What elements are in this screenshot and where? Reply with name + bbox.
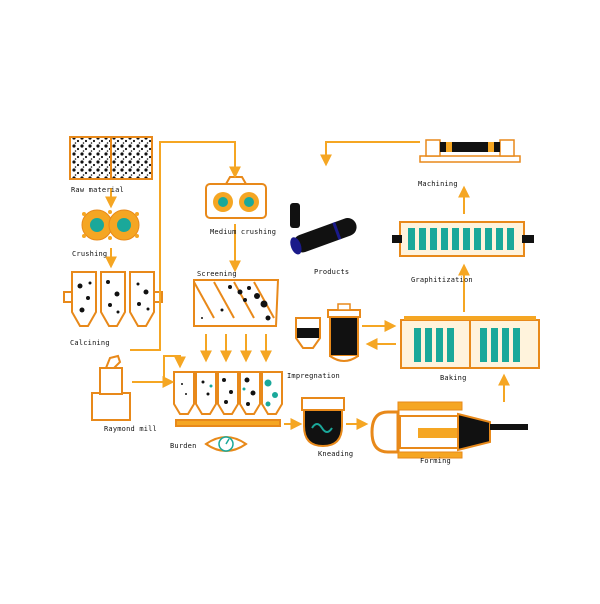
label-baking: Baking [440,374,467,382]
electrode-products-icon [290,203,357,255]
label-screening: Screening [197,270,237,278]
label-products: Products [314,268,350,276]
label-crushing: Crushing [72,250,108,258]
label-machining: Machining [418,180,458,188]
label-raw-material: Raw material [71,186,124,194]
label-forming: Forming [420,457,451,465]
flow-arrows [105,141,510,430]
impregnation-tank-icon [295,303,361,362]
graphitization-furnace-icon [392,221,534,257]
ore-bin-icon [69,136,153,180]
screening-particles [201,285,271,321]
flow-arrow-calcine-to-medium [130,141,241,351]
burden-particles [181,377,256,406]
label-raymond-mill: Raymond mill [104,425,157,433]
calcining-particles [77,280,150,314]
label-medium-crushing: Medium crushing [210,228,277,236]
baking-furnace-icon [400,316,540,369]
label-calcining: Calcining [70,339,110,347]
burden-scale-icon [204,436,248,452]
medium-crusher-icon [205,176,267,219]
machining-lathe-icon [419,139,521,163]
flow-arrow-loop [163,355,186,382]
burden-hoppers-icon [173,371,283,427]
label-kneading: Kneading [318,450,354,458]
roller-crusher-icon [81,209,140,241]
label-impregnation: Impregnation [287,372,340,380]
label-burden: Burden [170,442,197,450]
raymond-mill-icon [91,354,131,421]
calcining-silos-icon [63,271,163,327]
kneading-mixer-icon [301,397,345,448]
flow-arrow-machine-to-products [320,141,420,167]
screening-icon [193,279,280,327]
forming-press-icon [370,401,528,459]
label-graphitization: Graphitization [411,276,473,284]
burden-teal-particles [209,379,278,407]
